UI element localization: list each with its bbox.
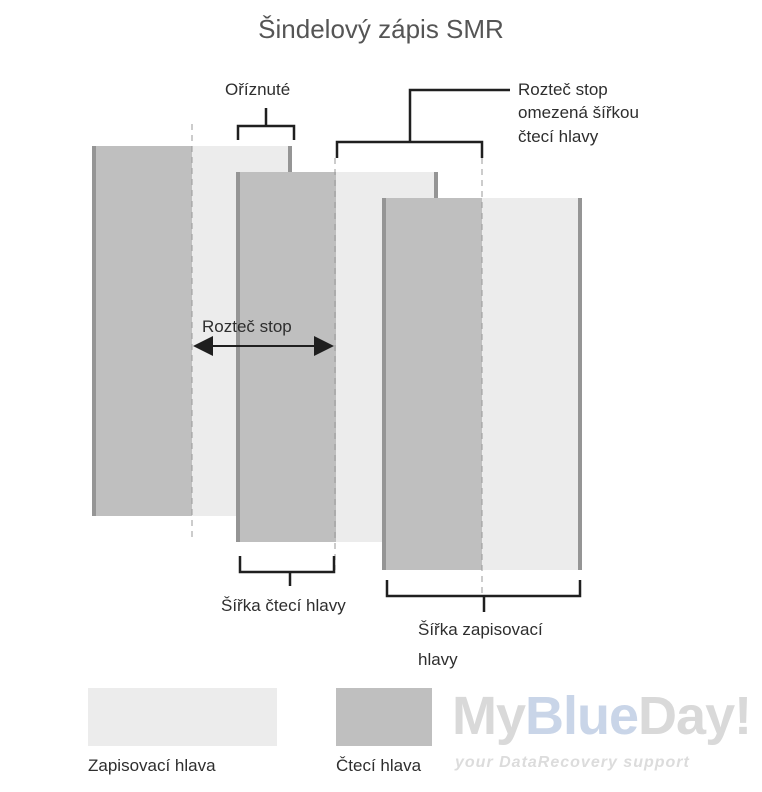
- legend-write-label: Zapisovací hlava: [88, 756, 216, 775]
- brackets: [236, 88, 582, 612]
- track-2-right-edge: [434, 172, 438, 199]
- limited-pitch-bracket: [335, 140, 484, 158]
- track-pitch-label: Rozteč stop: [202, 317, 292, 336]
- write-width-bracket: [385, 580, 582, 598]
- write-head-width-label-line2: hlavy: [418, 650, 458, 669]
- limited-pitch-label-line1: Rozteč stop: [518, 80, 608, 99]
- legend-read-swatch: [336, 688, 432, 746]
- guide-lines: [191, 124, 483, 598]
- legend-write-swatch: [88, 688, 277, 746]
- track-1-read-area: [92, 146, 192, 516]
- watermark-part-3: Day!: [638, 686, 752, 746]
- watermark-tagline: your DataRecovery support: [455, 754, 690, 771]
- trimmed-label: Oříznuté: [225, 80, 291, 99]
- read-head-width-label: Šířka čtecí hlavy: [221, 596, 346, 615]
- legend-read-label: Čtecí hlava: [336, 756, 422, 775]
- track-3-right-edge: [578, 198, 582, 570]
- track-3-left-edge: [382, 198, 386, 570]
- watermark: MyBlueDay! your DataRecovery support: [452, 685, 752, 780]
- trimmed-bracket: [236, 124, 296, 140]
- read-width-bracket: [238, 556, 336, 574]
- watermark-logo: MyBlueDay!: [452, 685, 752, 747]
- write-head-width-label-line1: Šířka zapisovací: [418, 620, 543, 639]
- track-2-left-edge: [236, 172, 240, 542]
- watermark-part-1: My: [452, 686, 526, 746]
- limited-pitch-label-line2: omezená šířkou: [518, 103, 639, 122]
- track-1-left-edge: [92, 146, 96, 516]
- limited-pitch-label-line3: čtecí hlavy: [518, 127, 599, 146]
- limited-pitch-leader: [408, 88, 510, 142]
- track-1-right-edge: [288, 146, 292, 173]
- track-3-read-area: [382, 198, 482, 570]
- track-2-read-area: [236, 172, 336, 542]
- watermark-part-2: Blue: [525, 686, 639, 746]
- diagram-title: Šindelový zápis SMR: [258, 14, 504, 44]
